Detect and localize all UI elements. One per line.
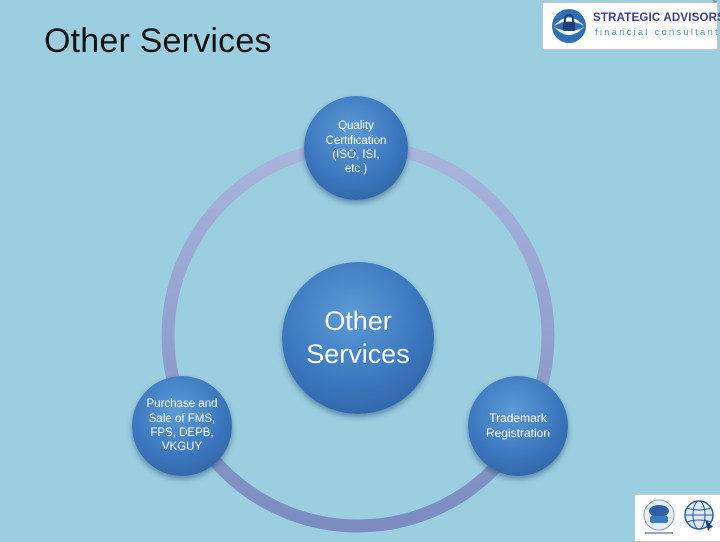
strategic-advisors-emblem-icon — [552, 9, 586, 43]
node-quality-certification: Quality Certification (ISO, ISI, etc.) — [304, 96, 408, 200]
globe-icon — [684, 500, 714, 531]
accreditation-badges — [634, 494, 720, 542]
node-purchase-and-sale: Purchase and Sale of FMS, FPS, DEPB, VKG… — [132, 376, 232, 476]
slide-title: Other Services — [44, 22, 272, 60]
center-node-label: Other Services — [306, 306, 410, 369]
node-purchase-and-sale-label: Purchase and Sale of FMS, FPS, DEPB, VKG… — [146, 398, 218, 454]
node-trademark-registration: Trademark Registration — [468, 376, 568, 476]
logo-tagline: financial consultants — [595, 27, 720, 38]
company-logo: STRATEGIC ADVISORS financial consultants — [542, 2, 720, 50]
node-trademark-registration-label: Trademark Registration — [485, 411, 551, 440]
trademark-mark: ™ — [712, 0, 717, 6]
logo-name: STRATEGIC ADVISORS — [593, 12, 720, 24]
center-node: Other Services — [282, 262, 434, 414]
accreditation-badge-icon — [643, 499, 675, 534]
node-quality-certification-label: Quality Certification (ISO, ISI, etc.) — [325, 120, 387, 176]
